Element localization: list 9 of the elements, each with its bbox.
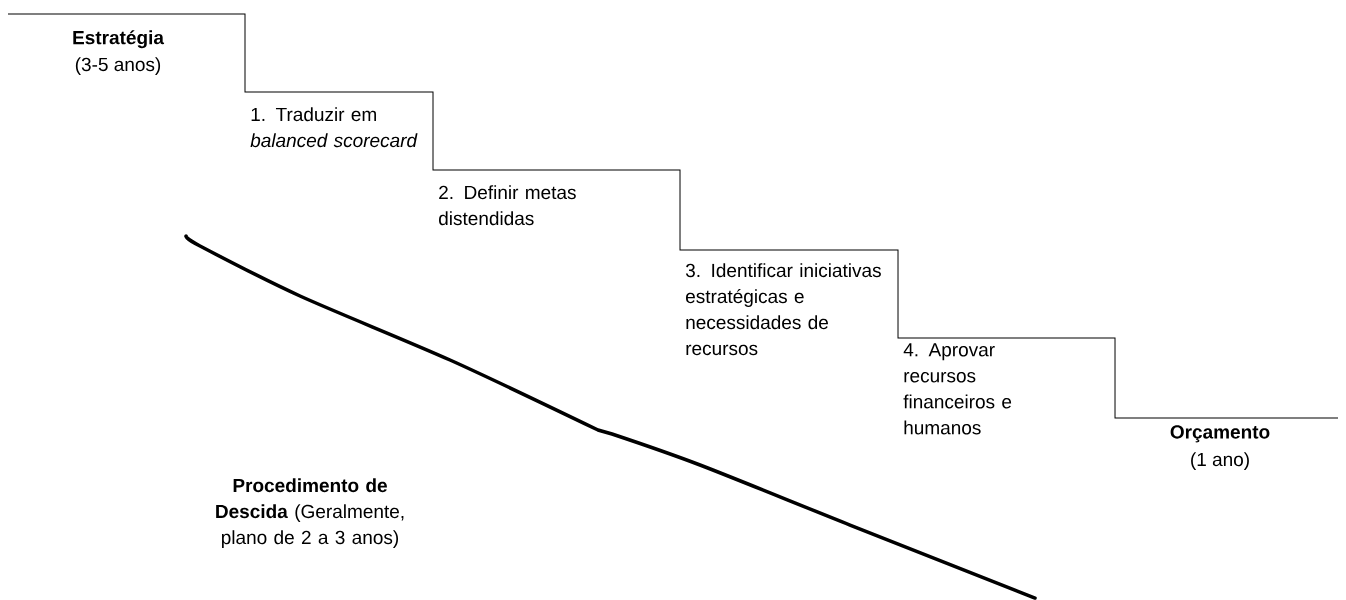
stage-period: (3-5 anos) [75, 57, 161, 75]
note-text: Procedimento de Descida (Geralmente, plano de 2 a 3 anos) [216, 478, 404, 548]
step-label: 1. Traduzir em balanced scorecard [250, 107, 418, 148]
step-label: 4. Aprovar recursos financeiros e humanos [903, 343, 1012, 435]
step-label: 2. Definir metas distendidas [439, 185, 576, 226]
stage-heading: Orçamento [1170, 425, 1270, 443]
stage-period: (1 ano) [1191, 452, 1249, 470]
step-label: 3. Identificar iniciativas estratégicas e necessidades de recursos [685, 263, 881, 356]
stage-heading: Estratégia [73, 30, 165, 49]
